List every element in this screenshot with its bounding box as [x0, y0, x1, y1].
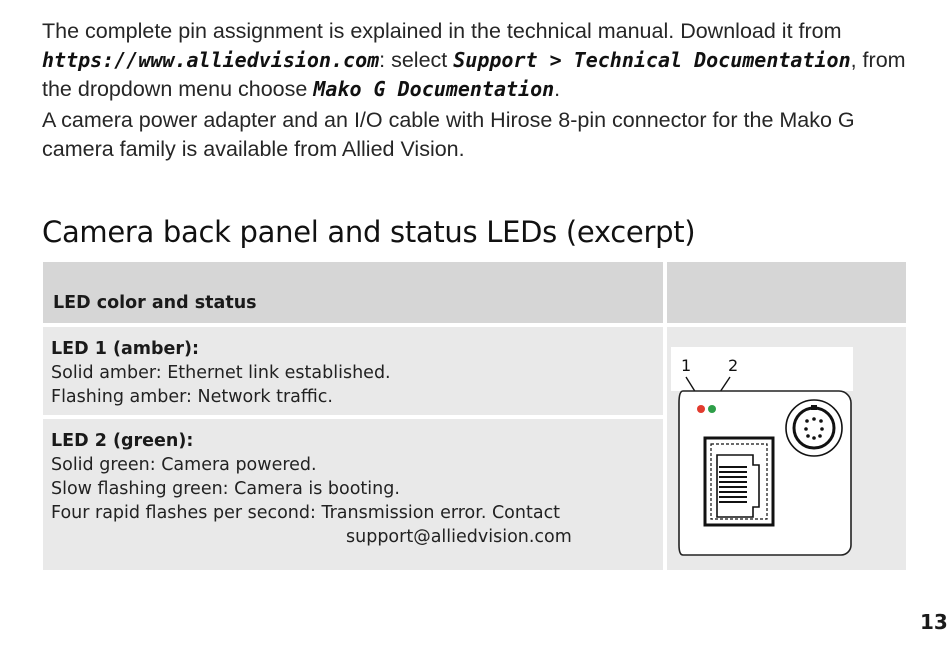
led2-indicator	[708, 405, 716, 413]
page-number: 13	[920, 610, 948, 634]
table-header-cell: LED color and status	[43, 262, 663, 323]
intro-text-c: , from the dropdown menu choose	[42, 48, 906, 101]
led1-title: LED 1 (amber):	[51, 339, 200, 359]
led-status-table: LED color and status LED 1 (amber): Soli…	[43, 262, 906, 570]
table-header-empty-cell	[667, 262, 906, 323]
section-title: Camera back panel and status LEDs (excer…	[42, 215, 696, 249]
back-panel-cell: 1 2	[667, 327, 906, 570]
rj45-port-icon	[703, 436, 775, 527]
intro-paragraph-2: A camera power adapter and an I/O cable …	[42, 108, 855, 161]
menu-path: Support > Technical Documentation	[453, 48, 851, 72]
led2-title: LED 2 (green):	[51, 431, 194, 451]
intro-text-a: The complete pin assignment is explained…	[42, 19, 842, 43]
intro-paragraph-1: The complete pin assignment is explained…	[42, 17, 922, 104]
led2-line: Four rapid flashes per second: Transmiss…	[51, 503, 561, 523]
hirose-connector-icon	[785, 399, 843, 457]
table-row-led1: LED 1 (amber): Solid amber: Ethernet lin…	[43, 327, 663, 415]
camera-back-panel-diagram: 1 2	[671, 347, 853, 556]
led1-number-label: 1	[681, 356, 691, 375]
diagram-label-area	[671, 347, 853, 391]
intro-text-b: : select	[379, 48, 454, 72]
led1-line: Flashing amber: Network traffic.	[51, 387, 333, 407]
led1-line: Solid amber: Ethernet link established.	[51, 363, 391, 383]
led2-line-email: support@alliedvision.com	[346, 527, 572, 547]
documentation-name: Mako G Documentation	[313, 77, 555, 101]
table-row-led2: LED 2 (green): Solid green: Camera power…	[43, 419, 663, 570]
led2-number-label: 2	[728, 356, 738, 375]
intro-text-d: .	[554, 77, 561, 101]
led2-line: Solid green: Camera powered.	[51, 455, 317, 475]
table-header-label: LED color and status	[53, 293, 257, 313]
led1-indicator	[697, 405, 705, 413]
led2-line: Slow flashing green: Camera is booting.	[51, 479, 400, 499]
website-url: https://www.alliedvision.com	[42, 48, 380, 72]
